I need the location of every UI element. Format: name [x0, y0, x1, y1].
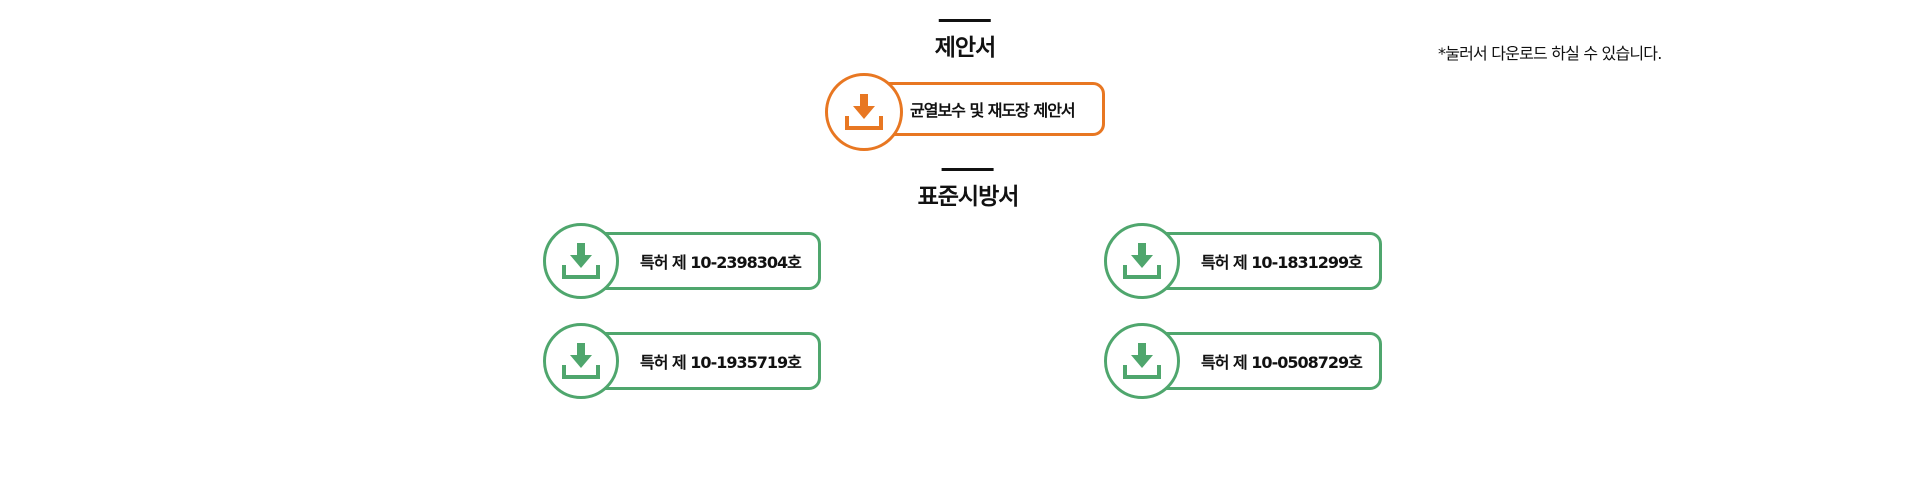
title-divider: [938, 19, 991, 22]
download-label: 특허 제 10-1935719호: [640, 353, 802, 372]
download-button-proposal[interactable]: 균열보수 및 재도장 제안서: [825, 73, 1105, 151]
download-button-patent-1935719[interactable]: 특허 제 10-1935719호: [543, 323, 821, 401]
standard-title: 표준시방서: [917, 184, 1020, 210]
download-label: 특허 제 10-2398304호: [640, 253, 802, 272]
download-icon[interactable]: [825, 73, 903, 151]
proposal-title: 제안서: [934, 35, 996, 61]
download-label: 특허 제 10-0508729호: [1201, 353, 1363, 372]
download-pill[interactable]: 특허 제 10-1935719호: [577, 332, 821, 390]
download-icon[interactable]: [543, 223, 619, 299]
download-label: 균열보수 및 재도장 제안서: [910, 101, 1076, 120]
download-button-patent-2398304[interactable]: 특허 제 10-2398304호: [543, 223, 821, 301]
download-icon[interactable]: [1104, 323, 1180, 399]
proposal-section-title: 제안서: [934, 19, 996, 62]
download-label: 특허 제 10-1831299호: [1201, 253, 1363, 272]
download-button-patent-1831299[interactable]: 특허 제 10-1831299호: [1104, 223, 1382, 301]
download-button-patent-0508729[interactable]: 특허 제 10-0508729호: [1104, 323, 1382, 401]
standard-section-title: 표준시방서: [918, 168, 1019, 211]
download-icon[interactable]: [543, 323, 619, 399]
download-icon[interactable]: [1104, 223, 1180, 299]
download-note: *눌러서 다운로드 하실 수 있습니다.: [1438, 44, 1662, 63]
title-divider: [942, 168, 994, 171]
